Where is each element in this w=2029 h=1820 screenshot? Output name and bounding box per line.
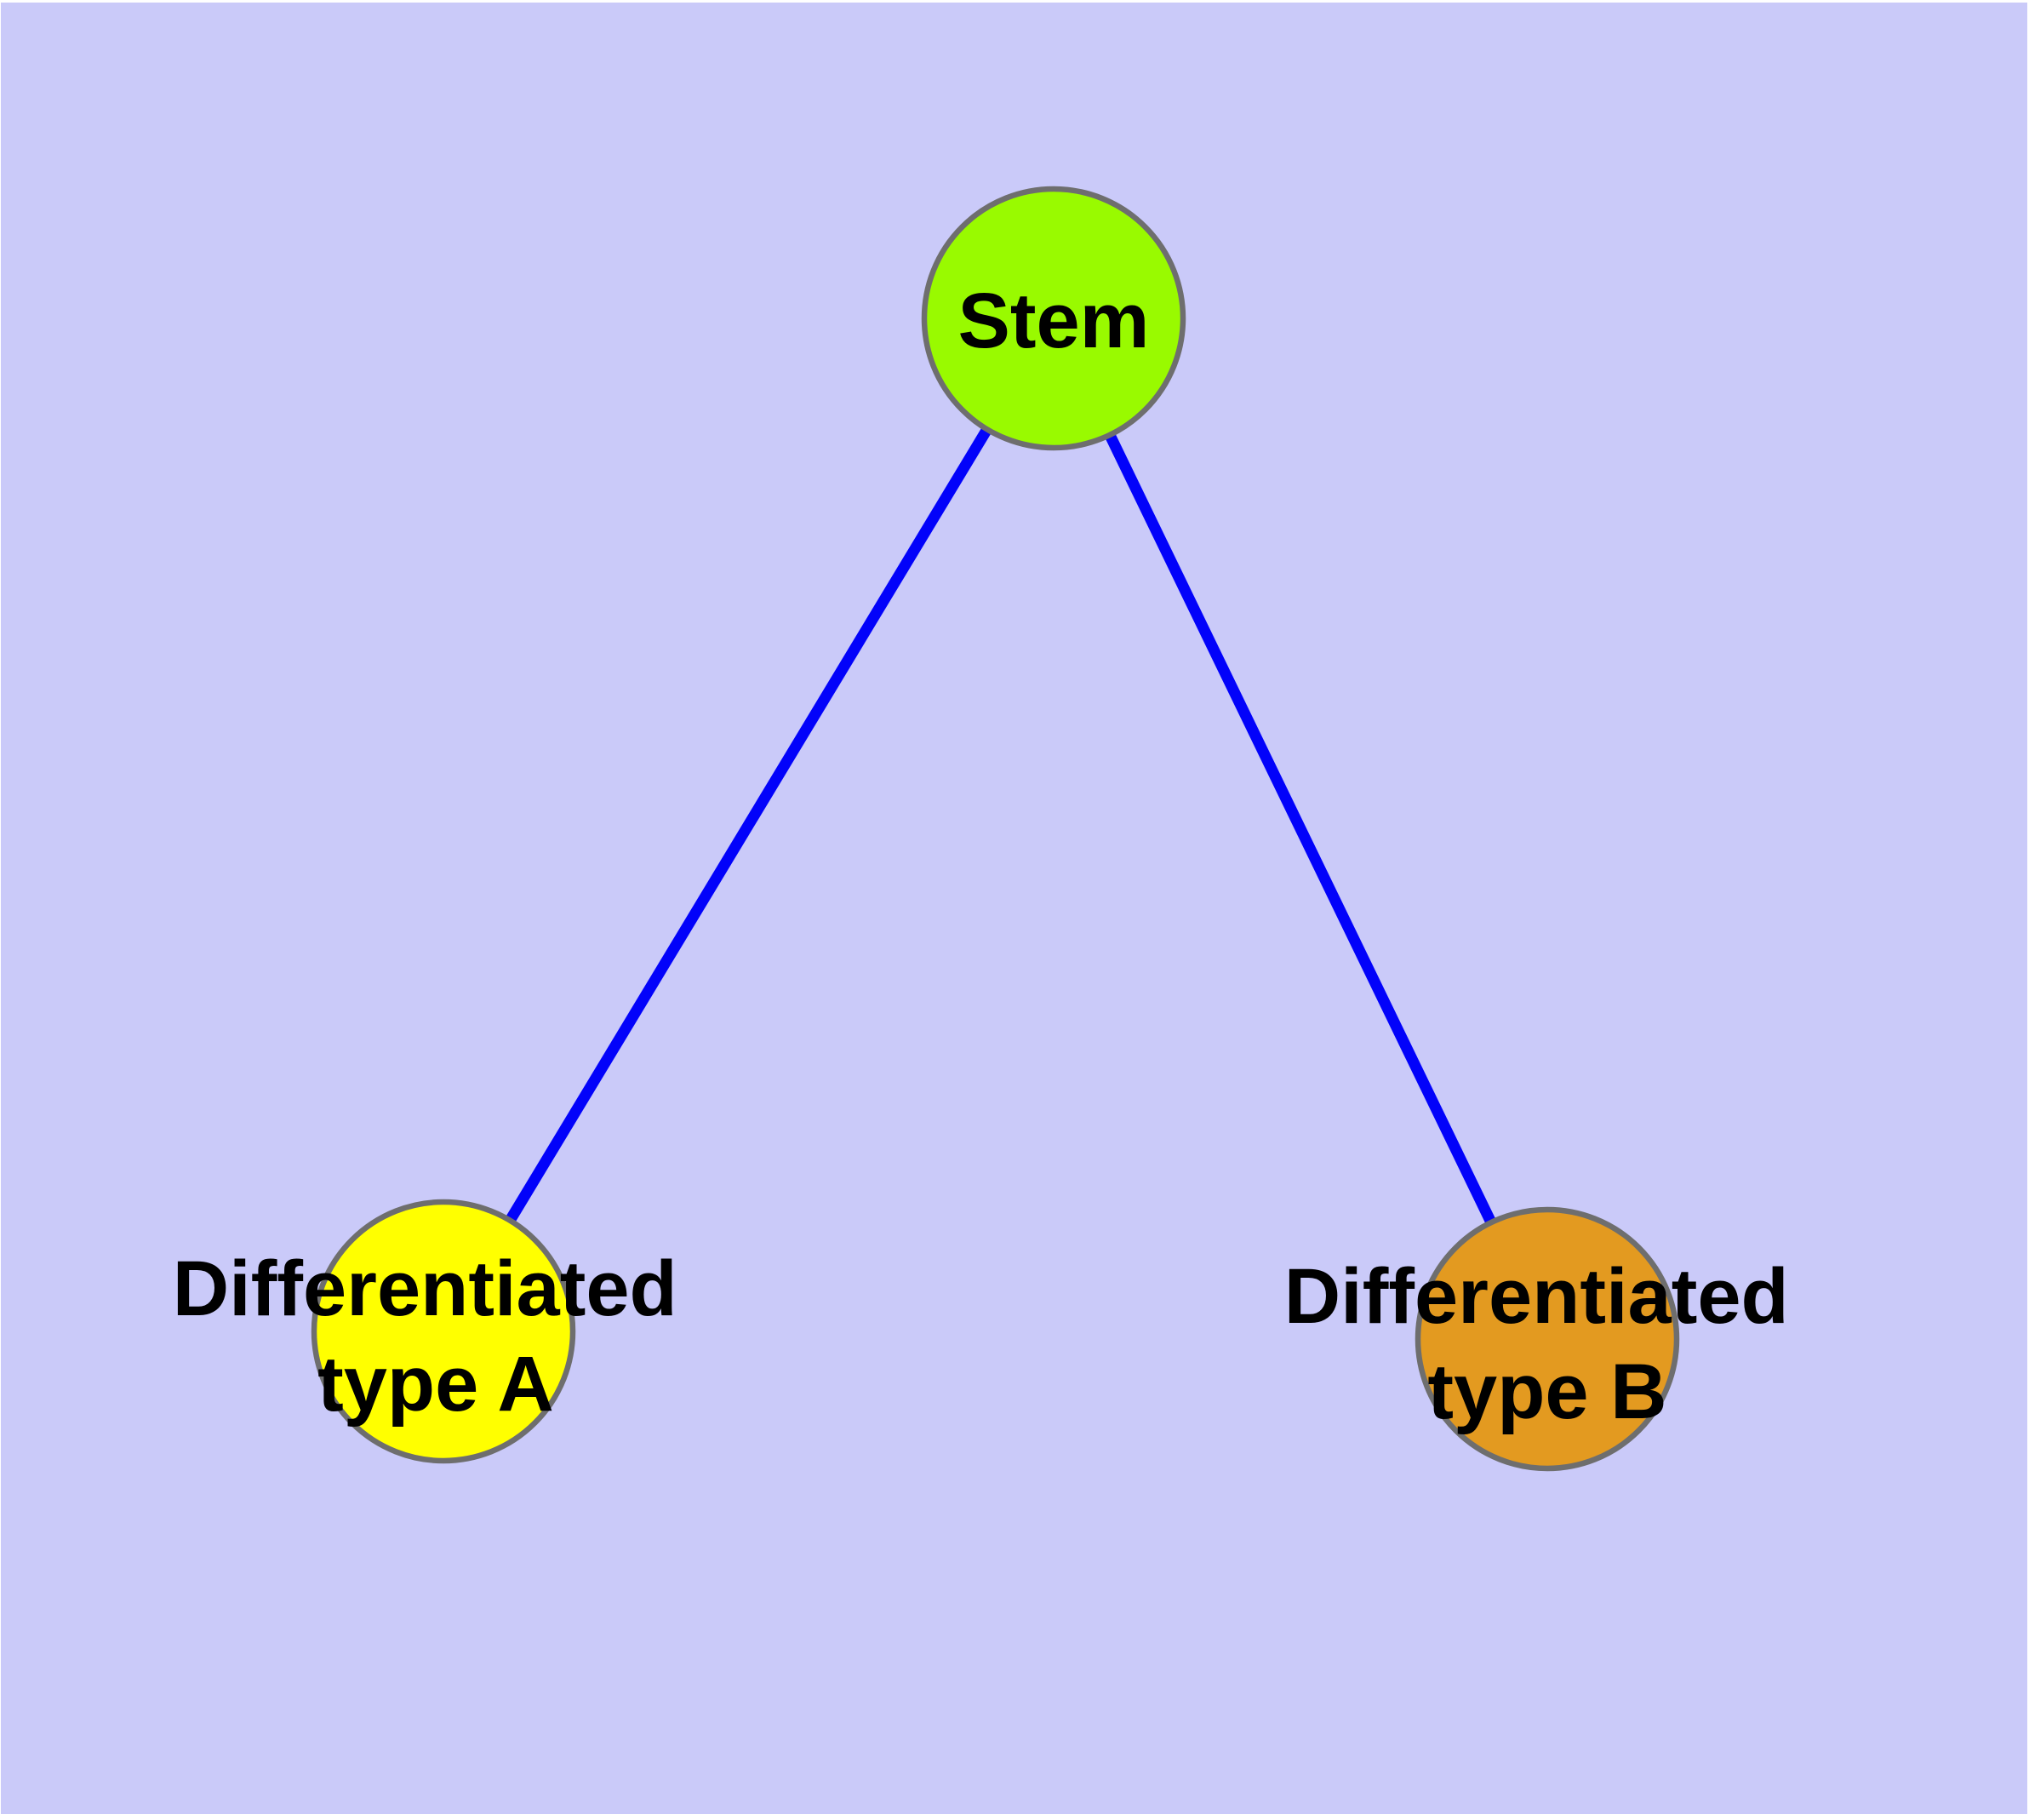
node-stem-label: Stem <box>958 278 1150 364</box>
node-type-b-label-line2: type B <box>1427 1348 1666 1435</box>
node-stem: Stem <box>921 186 1186 451</box>
node-type-b-label-line1: Differentiated <box>1284 1253 1789 1340</box>
edge-stem-to-type-a <box>505 426 992 1224</box>
node-stem-circle <box>921 186 1186 451</box>
edge-stem-to-type-b <box>1105 432 1496 1225</box>
node-type-a-circle <box>311 1199 576 1464</box>
node-type-a-label: Differentiated type A <box>173 1245 700 1428</box>
node-type-a-label-line2: type A <box>317 1341 554 1428</box>
node-type-b-label: Differentiated type B <box>1284 1253 1811 1435</box>
node-type-a-label-line1: Differentiated <box>173 1245 677 1332</box>
node-differentiated-type-a: Differentiated type A <box>173 1199 700 1464</box>
node-type-b-circle <box>1415 1206 1680 1472</box>
node-differentiated-type-b: Differentiated type B <box>1284 1206 1811 1472</box>
